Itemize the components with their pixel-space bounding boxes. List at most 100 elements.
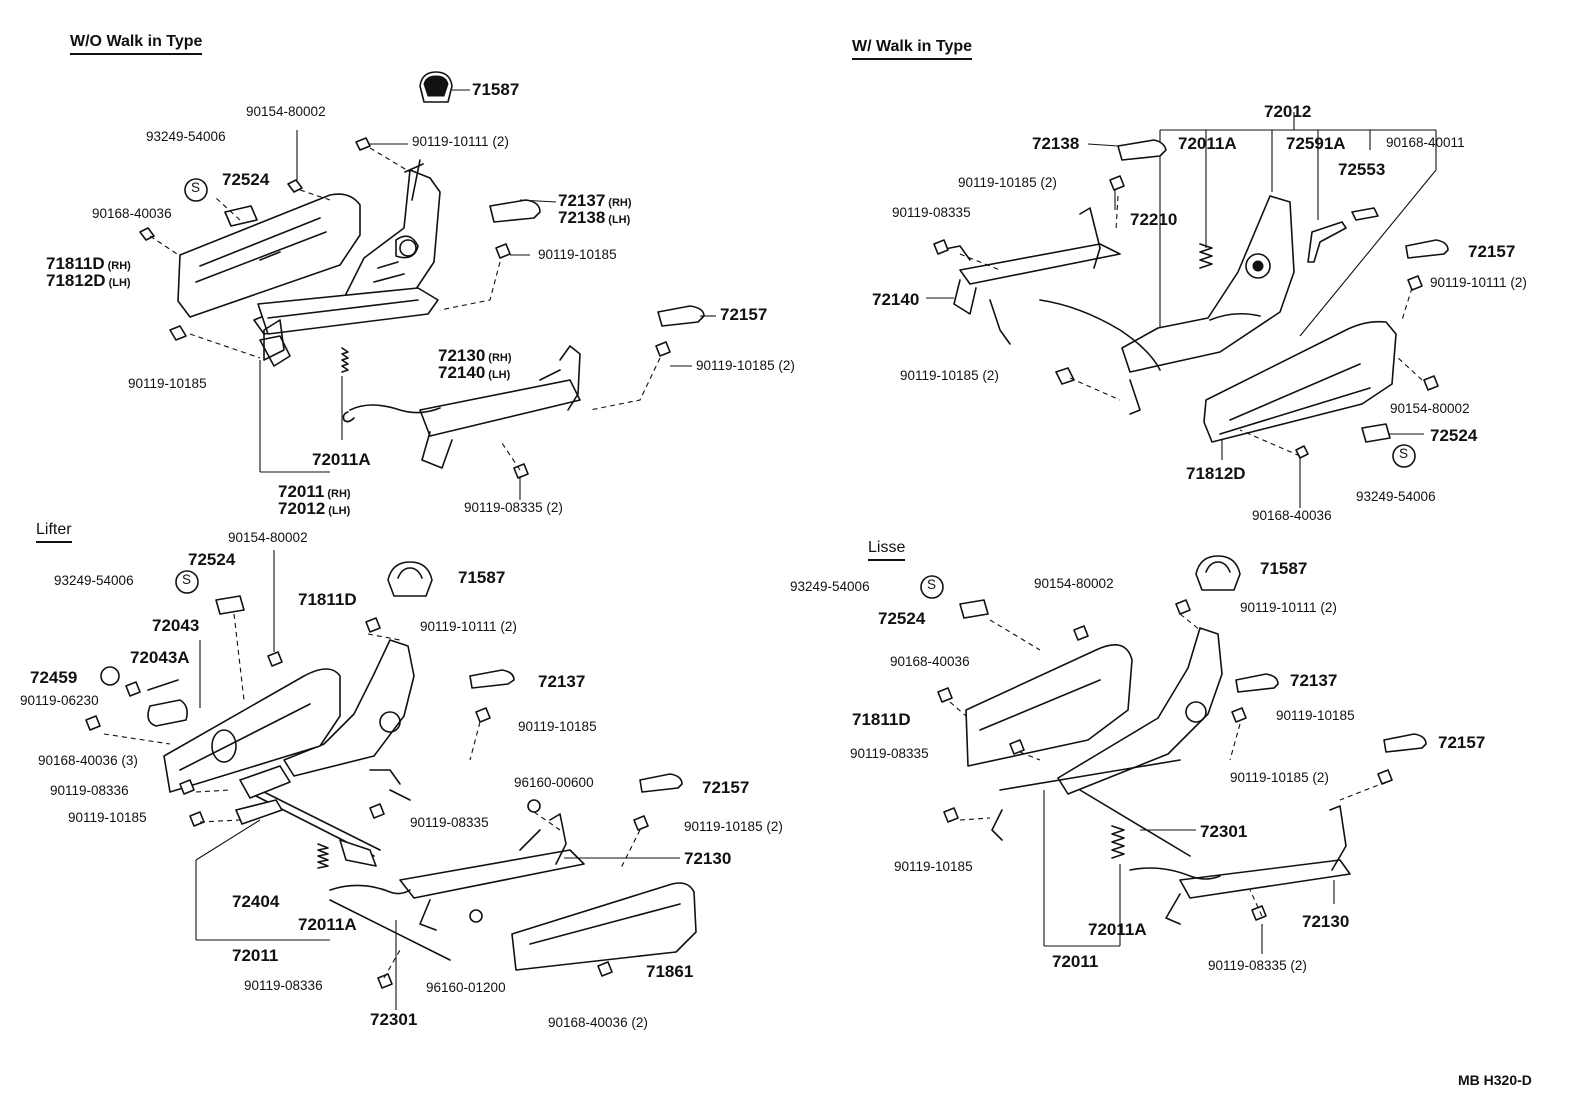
part-label: 72011A xyxy=(1088,920,1147,939)
tl-lower-rail xyxy=(342,345,581,469)
part-label: 90119-10185 (2) xyxy=(1230,770,1329,785)
part-label: 93249-54006 xyxy=(790,579,870,594)
tr-leader-lines xyxy=(926,143,1424,508)
part-label: 71811D(RH) xyxy=(46,254,131,273)
tl-slide-rail xyxy=(257,287,439,367)
part-label: 72011(RH) xyxy=(278,482,351,501)
part-label: 72301 xyxy=(1200,822,1248,841)
part-label: 90154-80002 xyxy=(228,530,308,545)
part-label: 72130 xyxy=(684,849,732,868)
br-fasteners xyxy=(920,575,1427,921)
part-label: 71587 xyxy=(1260,559,1308,578)
part-label: 72011A xyxy=(1178,134,1237,153)
part-label: 72137 xyxy=(538,672,586,691)
bl-leader-lines xyxy=(103,613,680,1010)
part-label: 90119-10111 (2) xyxy=(1430,275,1527,290)
bl-lifter-link xyxy=(235,765,381,867)
part-label: 90154-80002 xyxy=(1390,401,1470,416)
part-label: 90119-08335 xyxy=(892,205,971,220)
bl-spring xyxy=(317,843,329,869)
tl-headrest-guide xyxy=(419,71,470,103)
tr-fasteners xyxy=(933,139,1449,468)
part-label: 72524 xyxy=(878,609,926,628)
part-label: 90119-08335 xyxy=(850,746,929,761)
part-label: 72138 xyxy=(1032,134,1080,153)
part-label: 72011 xyxy=(1052,952,1099,971)
tl-armrest-cover xyxy=(177,193,361,318)
part-label: 72301 xyxy=(370,1010,418,1029)
tr-recliner-frame xyxy=(1121,195,1295,415)
part-label: 90119-06230 xyxy=(20,693,99,708)
part-label: 72012(LH) xyxy=(278,499,351,518)
part-label: 72012 xyxy=(1264,102,1312,121)
bl-armrest-cover xyxy=(163,668,341,793)
part-label: 90154-80002 xyxy=(246,104,326,119)
part-label: 90168-40036 xyxy=(1252,508,1332,523)
section-header-w-walk-in: W/ Walk in Type xyxy=(852,38,973,60)
part-label: 72524 xyxy=(1430,426,1478,445)
part-label: 72137(RH) xyxy=(558,191,632,210)
part-label: 90119-10111 (2) xyxy=(1240,600,1337,615)
part-label: 72011A xyxy=(312,450,371,469)
part-label: 90154-80002 xyxy=(1034,576,1114,591)
tr-spring xyxy=(1199,243,1213,269)
part-label: 72140(LH) xyxy=(438,363,511,382)
part-label: 72524 xyxy=(188,550,236,569)
part-label: 90168-40036 (3) xyxy=(38,753,138,768)
bl-knob xyxy=(100,666,188,727)
part-label: 72210 xyxy=(1130,210,1178,229)
part-label: 71812D xyxy=(1186,464,1246,483)
part-label: 93249-54006 xyxy=(1356,489,1436,504)
part-label: 90119-10111 (2) xyxy=(412,134,509,149)
tr-walk-lever xyxy=(1307,207,1379,263)
bl-headrest-guide xyxy=(387,561,433,597)
part-label: 90168-40036 xyxy=(92,206,172,221)
part-label: 72130 xyxy=(1302,912,1350,931)
tr-bracket-lines xyxy=(1159,112,1437,337)
tl-spring xyxy=(341,347,349,373)
part-label: 90119-10185 xyxy=(518,719,597,734)
s-symbol-br: S xyxy=(927,577,937,592)
part-label: 72404 xyxy=(232,892,280,911)
part-label: 72553 xyxy=(1338,160,1386,179)
part-label: 72459 xyxy=(30,668,78,687)
part-label: 71861 xyxy=(646,962,694,981)
br-leader-lines xyxy=(949,613,1387,954)
br-spring xyxy=(1111,825,1125,859)
part-label: 72137 xyxy=(1290,671,1338,690)
part-label: 72157 xyxy=(1468,242,1516,261)
part-label: 90168-40011 xyxy=(1386,135,1465,150)
part-label: 71811D xyxy=(852,710,911,729)
section-header-lifter: Lifter xyxy=(36,521,72,543)
part-label: 90119-10185 xyxy=(1276,708,1355,723)
part-label: 90119-10185 (2) xyxy=(900,368,999,383)
part-label: 90119-10185 (2) xyxy=(684,819,783,834)
part-label: 90119-08335 (2) xyxy=(464,500,563,515)
part-label: 93249-54006 xyxy=(146,129,226,144)
part-label: 93249-54006 xyxy=(54,573,134,588)
part-label: 72043 xyxy=(152,616,200,635)
part-label: 90119-10185 (2) xyxy=(696,358,795,373)
part-label: 72157 xyxy=(702,778,750,797)
part-label: 71587 xyxy=(472,80,520,99)
part-label: 96160-01200 xyxy=(426,980,506,995)
part-label: 72157 xyxy=(1438,733,1486,752)
s-symbol-tl: S xyxy=(191,180,201,195)
part-label: 71812D(LH) xyxy=(46,271,131,290)
section-header-lisse: Lisse xyxy=(868,539,906,561)
bl-lower-rail xyxy=(329,813,585,961)
tl-leader-lines xyxy=(149,147,716,473)
part-label: 72524 xyxy=(222,170,270,189)
part-label: 90119-10111 (2) xyxy=(420,619,517,634)
part-label: 90119-08335 (2) xyxy=(1208,958,1307,973)
part-label: 72591A xyxy=(1286,134,1346,153)
part-label: 90119-10185 (2) xyxy=(958,175,1057,190)
part-label: 72011 xyxy=(232,946,279,965)
br-armrest-cover xyxy=(965,644,1133,767)
s-symbol-bl: S xyxy=(182,572,192,587)
part-label: 71811D xyxy=(298,590,357,609)
part-label: 72011A xyxy=(298,915,357,934)
bl-side-cover xyxy=(511,882,697,971)
